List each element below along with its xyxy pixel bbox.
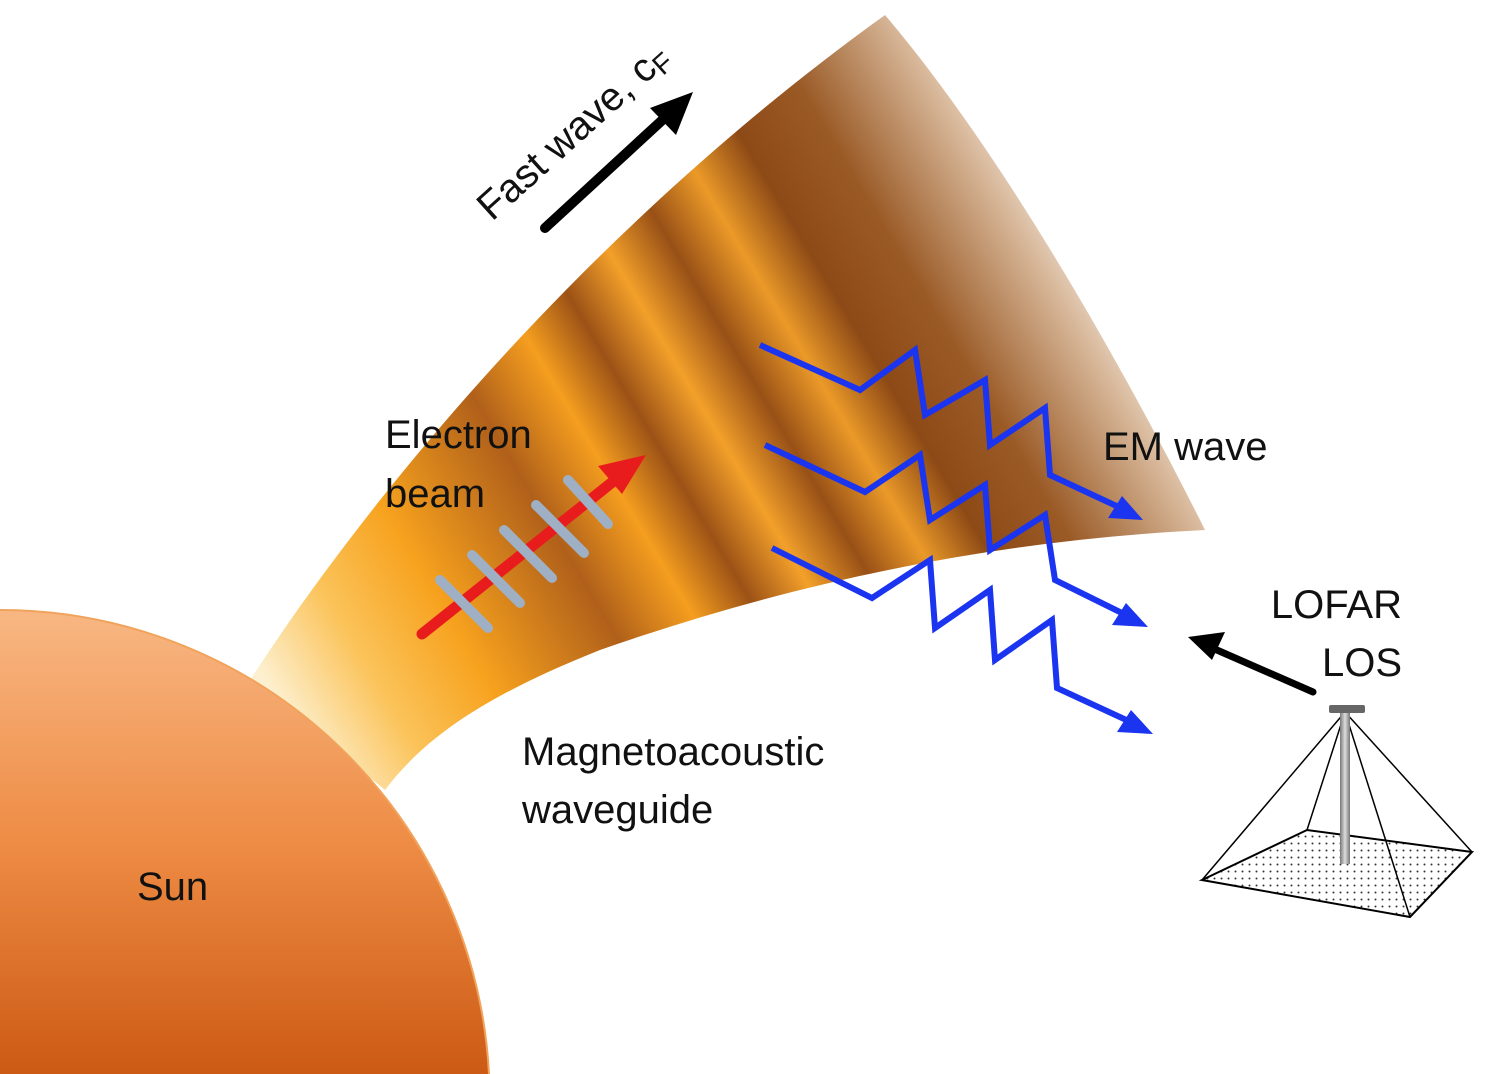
electron-beam-label: Electron beam xyxy=(385,413,532,516)
beam-coils xyxy=(435,475,613,633)
fast-wave-arrow xyxy=(540,92,693,233)
em-wave-1 xyxy=(758,342,1127,513)
waveguide-label: Magnetoacoustic waveguide xyxy=(521,730,824,832)
em-waves xyxy=(758,342,1153,734)
svg-text:LOFAR: LOFAR xyxy=(1271,583,1402,627)
em-wave-label: EM wave xyxy=(1103,425,1268,469)
sun-limb xyxy=(0,609,490,1074)
svg-text:Magnetoacoustic: Magnetoacoustic xyxy=(522,730,824,774)
svg-text:beam: beam xyxy=(385,472,485,516)
lofar-antenna-icon xyxy=(1198,705,1475,919)
sun xyxy=(0,610,489,1074)
em-wave-3 xyxy=(770,545,1137,727)
sun-label: Sun xyxy=(137,865,208,909)
lofar-los-arrow xyxy=(1188,632,1317,696)
svg-text:waveguide: waveguide xyxy=(521,788,713,832)
electron-beam-arrow xyxy=(416,455,646,640)
em-wave-2 xyxy=(763,442,1132,620)
svg-text:Electron: Electron xyxy=(385,413,532,457)
waveguide xyxy=(250,15,1205,790)
svg-text:LOS: LOS xyxy=(1322,641,1402,685)
lofar-los-label: LOFAR LOS xyxy=(1271,583,1402,685)
